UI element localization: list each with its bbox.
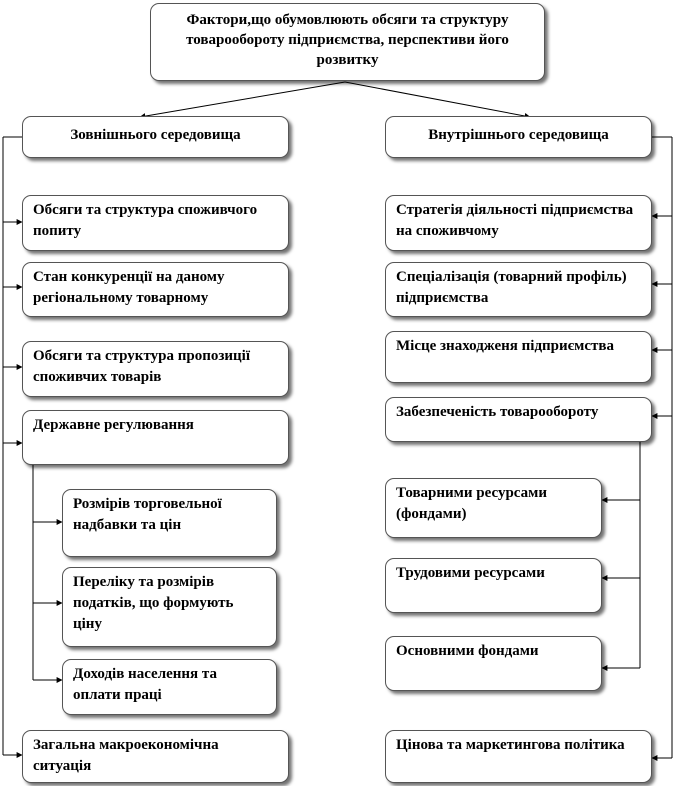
external-sub-item-2-label: Переліку та розмірів податків, що формую…	[73, 574, 234, 632]
arrow-root-to-internal	[344, 81, 531, 119]
external-item-1-label: Обсяги та структура споживчого попиту	[33, 202, 258, 239]
external-sub-item-3: Доходів населення та оплати праці	[62, 659, 277, 715]
external-item-3: Обсяги та структура пропозиції споживчих…	[22, 341, 289, 397]
external-sub-item-1-label: Розмірів торговельної надбавки та цін	[73, 496, 222, 533]
external-sub-item-1: Розмірів торговельної надбавки та цін	[62, 489, 277, 557]
internal-header: Внутрішнього середовища	[428, 127, 609, 143]
internal-header-box: Внутрішнього середовища	[385, 116, 652, 158]
root-title: Фактори,що обумовлюють обсяги та структу…	[186, 12, 509, 68]
internal-item-2: Спеціалізація (товарний профіль) підприє…	[385, 262, 652, 317]
external-header-box: Зовнішнього середовища	[22, 116, 289, 158]
external-item-4: Державне регулювання	[22, 410, 289, 465]
external-sub-item-2: Переліку та розмірів податків, що формую…	[62, 567, 277, 647]
internal-sub-item-3-label: Основними фондами	[396, 643, 539, 659]
external-item-last-label: Загальна макроекономічна ситуація	[33, 737, 219, 774]
external-item-1: Обсяги та структура споживчого попиту	[22, 195, 289, 251]
external-item-3-label: Обсяги та структура пропозиції споживчих…	[33, 348, 250, 385]
internal-item-1: Стратегія діяльності підприємства на спо…	[385, 195, 652, 251]
external-header: Зовнішнього середовища	[70, 127, 241, 143]
internal-item-1-label: Стратегія діяльності підприємства на спо…	[396, 202, 634, 239]
external-sub-item-3-label: Доходів населення та оплати праці	[73, 666, 217, 703]
internal-item-last-label: Цінова та маркетингова політика	[396, 737, 625, 753]
internal-sub-item-3: Основними фондами	[385, 636, 602, 691]
external-item-last: Загальна макроекономічна ситуація	[22, 730, 289, 783]
internal-item-2-label: Спеціалізація (товарний профіль) підприє…	[396, 269, 627, 306]
external-item-4-label: Державне регулювання	[33, 417, 194, 433]
internal-item-3: Місце знаходженя підприємства	[385, 331, 652, 383]
root-factors-box: Фактори,що обумовлюють обсяги та структу…	[150, 3, 545, 81]
internal-item-4: Забезпеченість товарообороту	[385, 397, 652, 442]
arrow-root-to-external	[139, 81, 346, 120]
internal-sub-item-2-label: Трудовими ресурсами	[396, 565, 545, 581]
external-item-2-label: Стан конкуренції на даному регіональному…	[33, 269, 225, 306]
internal-item-4-label: Забезпеченість товарообороту	[396, 404, 599, 420]
internal-sub-item-2: Трудовими ресурсами	[385, 558, 602, 613]
internal-sub-item-1-label: Товарними ресурсами (фондами)	[396, 485, 547, 522]
internal-item-last: Цінова та маркетингова політика	[385, 730, 652, 783]
internal-sub-item-1: Товарними ресурсами (фондами)	[385, 478, 602, 538]
internal-item-3-label: Місце знаходженя підприємства	[396, 338, 614, 354]
external-item-2: Стан конкуренції на даному регіональному…	[22, 262, 289, 317]
